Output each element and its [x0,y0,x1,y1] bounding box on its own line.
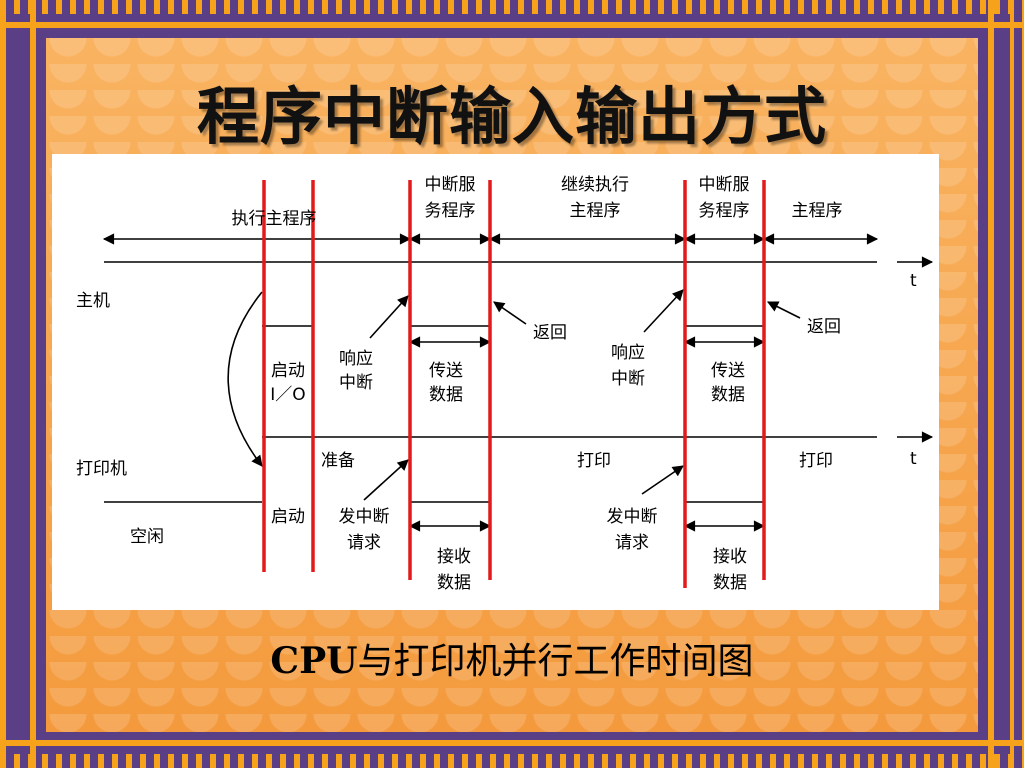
frame-stripe-bottom [0,740,1024,746]
label-respond-1-line2: 中断 [339,373,373,393]
caption-text: 与打印机并行工作时间图 [357,641,754,682]
label-isr2-line2: 务程序 [699,201,750,221]
label-send-int-1-line2: 请求 [347,533,381,553]
timing-diagram-panel: 执行主程序 中断服 务程序 继续执行 主程序 中断服 务程序 主程序 主机 打印… [52,154,939,610]
timing-diagram: 执行主程序 中断服 务程序 继续执行 主程序 中断服 务程序 主程序 主机 打印… [76,175,934,593]
caption-cpu: CPU [270,640,358,682]
label-send-int-2-line2: 请求 [615,533,649,553]
label-receive-1-line2: 数据 [437,573,471,593]
slide-caption: CPU与打印机并行工作时间图 [0,632,1024,692]
label-respond-2-line1: 响应 [611,343,645,363]
start-io-curve-arrow [227,291,263,467]
label-return-2: 返回 [807,317,841,337]
label-idle: 空闲 [130,527,164,547]
label-transfer-1-line1: 传送 [429,361,463,381]
label-continue-line2: 主程序 [570,201,621,221]
label-print-1: 打印 [577,451,611,471]
label-receive-1-line1: 接收 [437,547,471,567]
label-respond-1-line1: 响应 [339,349,373,369]
label-isr2-line1: 中断服 [699,175,750,195]
label-prepare: 准备 [321,451,355,471]
label-return-1: 返回 [533,323,567,343]
label-transfer-1-line2: 数据 [429,385,463,405]
label-continue-line1: 继续执行 [561,175,629,195]
send-int-pointer-2 [641,465,684,495]
label-exec-main-1: 执行主程序 [232,209,317,229]
label-print-2: 打印 [799,451,833,471]
label-printer: 打印机 [76,459,127,479]
label-start: 启动 [271,507,305,527]
respond-pointer-1 [369,295,409,339]
label-isr1-line2: 务程序 [425,201,476,221]
label-isr1-line1: 中断服 [425,175,476,195]
label-respond-2-line2: 中断 [611,369,645,389]
label-receive-2-line2: 数据 [713,573,747,593]
label-start-io-line1: 启动 [271,361,305,381]
label-transfer-2-line2: 数据 [711,385,745,405]
respond-pointer-2 [643,289,684,333]
slide-title: 程序中断输入输出方式 [196,80,827,153]
label-send-int-1-line1: 发中断 [339,507,390,527]
return-pointer-1 [493,301,527,325]
label-main-end: 主程序 [792,201,843,221]
label-host: 主机 [76,291,110,311]
frame-stripe-right [988,0,994,768]
return-pointer-2 [766,301,801,319]
label-start-io-line2: I／O [270,385,305,405]
label-send-int-2-line1: 发中断 [607,507,658,527]
send-int-pointer-1 [363,459,409,501]
label-transfer-2-line1: 传送 [711,361,745,381]
frame-stripe-top [0,22,1024,28]
label-t-host: t [910,271,917,291]
frame-stripe-left [30,0,36,768]
label-t-printer: t [910,449,917,469]
label-receive-2-line1: 接收 [713,547,747,567]
